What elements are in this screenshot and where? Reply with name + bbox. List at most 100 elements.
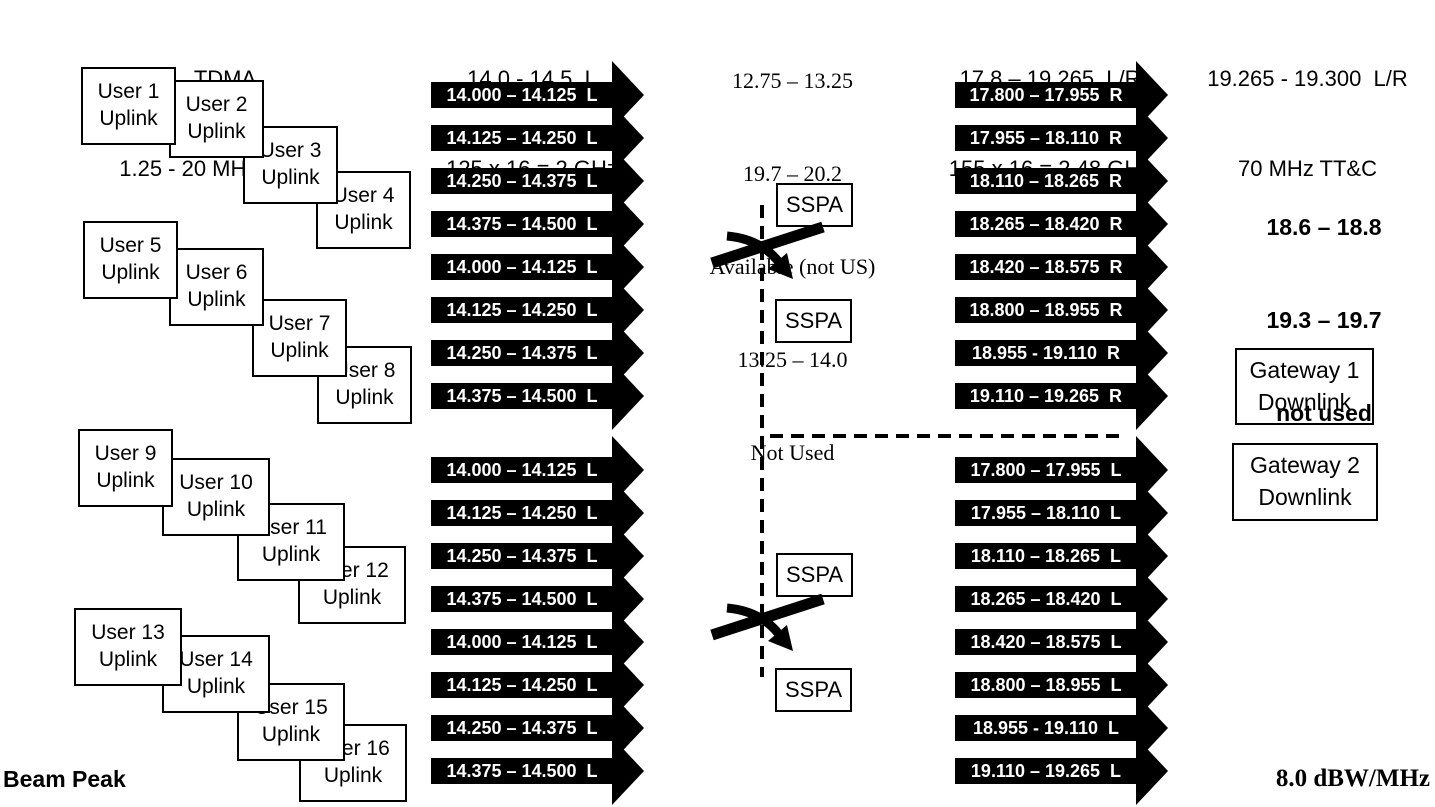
ka-not-used-note: 18.6 – 18.8 19.3 – 19.7 not used [1224,150,1424,491]
uplink-label: Uplink [187,120,246,143]
uplink-label: Uplink [335,386,394,409]
frequency-channel-arrow: 14.375 – 14.500 L [431,565,644,633]
sspa-label: SSPA [785,192,844,217]
not-used-line2: 19.3 – 19.7 [1266,307,1382,333]
user-1-uplink-box: User 1 Uplink [81,67,176,145]
gateway-1-downlink-box: Gateway 1 Downlink [1235,348,1374,425]
frequency-channel-arrow: 14.125 – 14.250 L [431,104,644,172]
frequency-channel-label: 18.420 – 18.575 L [955,629,1137,655]
uplink-label: Uplink [187,288,246,311]
user-label: User 8 [333,359,396,382]
frequency-channel-arrow: 14.125 – 14.250 L [431,479,644,547]
user-6-uplink-box: User 6 Uplink [169,248,264,326]
uplink-label: Uplink [99,107,158,130]
user-label: User 10 [179,471,253,494]
frequency-channel-arrow: 17.800 – 17.955 L [955,436,1168,504]
uplink-label: Uplink [323,764,383,787]
frequency-channel-label: 14.000 – 14.125 L [431,629,613,655]
frequency-channel-label: 18.265 – 18.420 R [955,211,1137,237]
ttc-column-header: 19.265 - 19.300 L/R 70 MHz TT&C [1185,4,1430,244]
not-used-line1: 18.6 – 18.8 [1266,214,1382,240]
frequency-channel-arrow: 18.420 – 18.575 L [955,608,1168,676]
sspa-box-3: SSPA [776,553,853,597]
gateway-2-name: Gateway 2 [1250,452,1360,478]
frequency-channel-label: 17.800 – 17.955 L [955,457,1137,483]
user-label: User 7 [268,312,331,335]
frequency-channel-label: 18.265 – 18.420 L [955,586,1137,612]
sspa-box-2: SSPA [775,299,852,343]
sspa-label: SSPA [784,308,843,333]
frequency-channel-arrow: 14.125 – 14.250 L [431,276,644,344]
ttc-header-line1: 19.265 - 19.300 L/R [1207,66,1408,91]
uplink-label: Uplink [322,586,382,609]
frequency-channel-label: 14.125 – 14.250 L [431,672,613,698]
user-2-uplink-box: User 2 Uplink [169,80,264,158]
frequency-channel-label: 14.000 – 14.125 L [431,82,613,108]
beam-note-line1: Beam Peak [3,766,126,792]
middle-header-line4: 13.25 – 14.0 [737,347,848,372]
frequency-channel-arrow: 18.955 - 19.110 R [955,319,1168,387]
frequency-channel-arrow: 14.375 – 14.500 L [431,362,644,430]
frequency-channel-arrow: 14.375 – 14.500 L [431,190,644,258]
frequency-channel-label: 18.800 – 18.955 R [955,297,1137,323]
frequency-channel-arrow: 19.110 – 19.265 L [955,737,1168,805]
frequency-channel-label: 17.800 – 17.955 R [955,82,1137,108]
frequency-channel-arrow: 18.265 – 18.420 L [955,565,1168,633]
frequency-channel-label: 18.955 - 19.110 R [955,340,1137,366]
frequency-channel-label: 14.000 – 14.125 L [431,254,613,280]
uplink-label: Uplink [270,339,329,362]
frequency-channel-label: 14.375 – 14.500 L [431,211,613,237]
frequency-channel-label: 19.110 – 19.265 L [955,758,1137,784]
uplink-label: Uplink [98,648,158,671]
frequency-channel-arrow: 18.420 – 18.575 R [955,233,1168,301]
arrow-head-icon [612,362,644,430]
uplink-label: Uplink [186,498,246,521]
frequency-channel-label: 14.375 – 14.500 L [431,586,613,612]
arrow-head-icon [1136,362,1168,430]
frequency-channel-arrow: 14.250 – 14.375 L [431,522,644,590]
frequency-channel-label: 18.420 – 18.575 R [955,254,1137,280]
redundancy-switch-icon-lower [710,593,825,651]
frequency-channel-arrow: 14.000 – 14.125 L [431,233,644,301]
gateway-1-name: Gateway 1 [1249,357,1360,383]
user-label: User 3 [259,139,322,162]
frequency-channel-arrow: 14.375 – 14.500 L [431,737,644,805]
user-label: User 2 [185,93,248,116]
sspa-label: SSPA [785,562,844,587]
frequency-channel-arrow: 18.800 – 18.955 R [955,276,1168,344]
arrow-head-icon [612,737,644,805]
user-label: User 6 [185,261,248,284]
frequency-channel-arrow: 17.955 – 18.110 R [955,104,1168,172]
frequency-channel-label: 14.375 – 14.500 L [431,383,613,409]
frequency-channel-label: 14.125 – 14.250 L [431,297,613,323]
sspa-box-4: SSPA [775,668,852,712]
frequency-channel-label: 14.250 – 14.375 L [431,168,613,194]
frequency-channel-arrow: 14.000 – 14.125 L [431,61,644,129]
frequency-channel-label: 18.955 - 19.110 L [955,715,1137,741]
middle-header-line3: Available (not US) [709,254,876,279]
frequency-channel-label: 14.250 – 14.375 L [431,340,613,366]
frequency-channel-arrow: 18.800 – 18.955 L [955,651,1168,719]
frequency-channel-arrow: 18.955 - 19.110 L [955,694,1168,762]
frequency-channel-label: 17.955 – 18.110 L [955,500,1137,526]
user-label: User 1 [97,80,160,103]
frequency-channel-label: 14.000 – 14.125 L [431,457,613,483]
user-label: User 9 [94,442,157,465]
frequency-channel-label: 18.110 – 18.265 R [955,168,1137,194]
frequency-channel-arrow: 14.250 – 14.375 L [431,147,644,215]
middle-header-line1: 12.75 – 13.25 [732,68,853,93]
uplink-label: Uplink [261,723,321,746]
middle-header-line5: Not Used [750,440,835,465]
frequency-channel-label: 18.800 – 18.955 L [955,672,1137,698]
frequency-channel-label: 14.375 – 14.500 L [431,758,613,784]
frequency-channel-arrow: 18.110 – 18.265 R [955,147,1168,215]
arrow-head-icon [1136,737,1168,805]
sspa-label: SSPA [784,677,843,702]
user-label: User 11 [255,516,327,539]
uplink-label: Uplink [261,543,321,566]
